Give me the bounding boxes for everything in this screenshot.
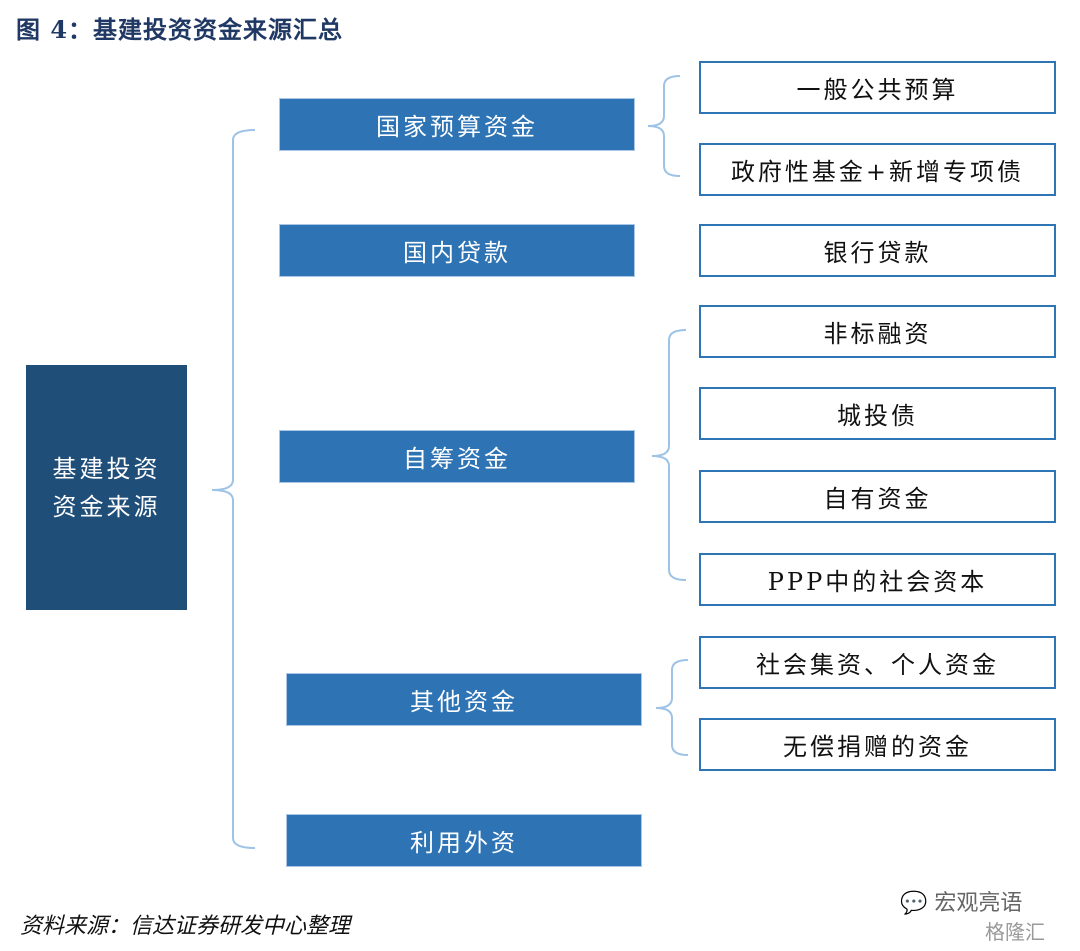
leaf-own-funds: 自有资金	[699, 470, 1056, 523]
leaf-lgfv-bonds: 城投债	[699, 387, 1056, 440]
category-national-budget: 国家预算资金	[279, 98, 635, 151]
leaf-general-budget: 一般公共预算	[699, 61, 1056, 114]
wechat-icon: 💬	[900, 891, 928, 916]
other-bracket	[655, 659, 689, 756]
watermark: 💬 宏观亮语	[900, 885, 1022, 917]
figure-title: 图 4：基建投资资金来源汇总	[16, 15, 344, 44]
leaf-donations: 无偿捐赠的资金	[699, 718, 1056, 771]
category-other: 其他资金	[286, 673, 642, 726]
root-bracket	[211, 129, 256, 849]
watermark-text: 宏观亮语	[934, 891, 1023, 916]
category-self-raised: 自筹资金	[279, 430, 635, 483]
selfraised-bracket	[651, 329, 687, 581]
watermark-secondary: 格隆汇	[985, 920, 1045, 944]
category-domestic-loans: 国内贷款	[279, 224, 635, 277]
leaf-social-funds: 社会集资、个人资金	[699, 636, 1056, 689]
category-foreign: 利用外资	[286, 814, 642, 867]
leaf-ppp: PPP中的社会资本	[699, 553, 1056, 606]
leaf-gov-fund: 政府性基金+新增专项债	[699, 143, 1056, 196]
leaf-nonstandard: 非标融资	[699, 305, 1056, 358]
leaf-bank-loans: 银行贷款	[699, 224, 1056, 277]
budget-bracket	[647, 75, 681, 177]
root-node: 基建投资资金来源	[26, 365, 187, 610]
source-note: 资料来源：信达证券研发中心整理	[20, 914, 351, 939]
